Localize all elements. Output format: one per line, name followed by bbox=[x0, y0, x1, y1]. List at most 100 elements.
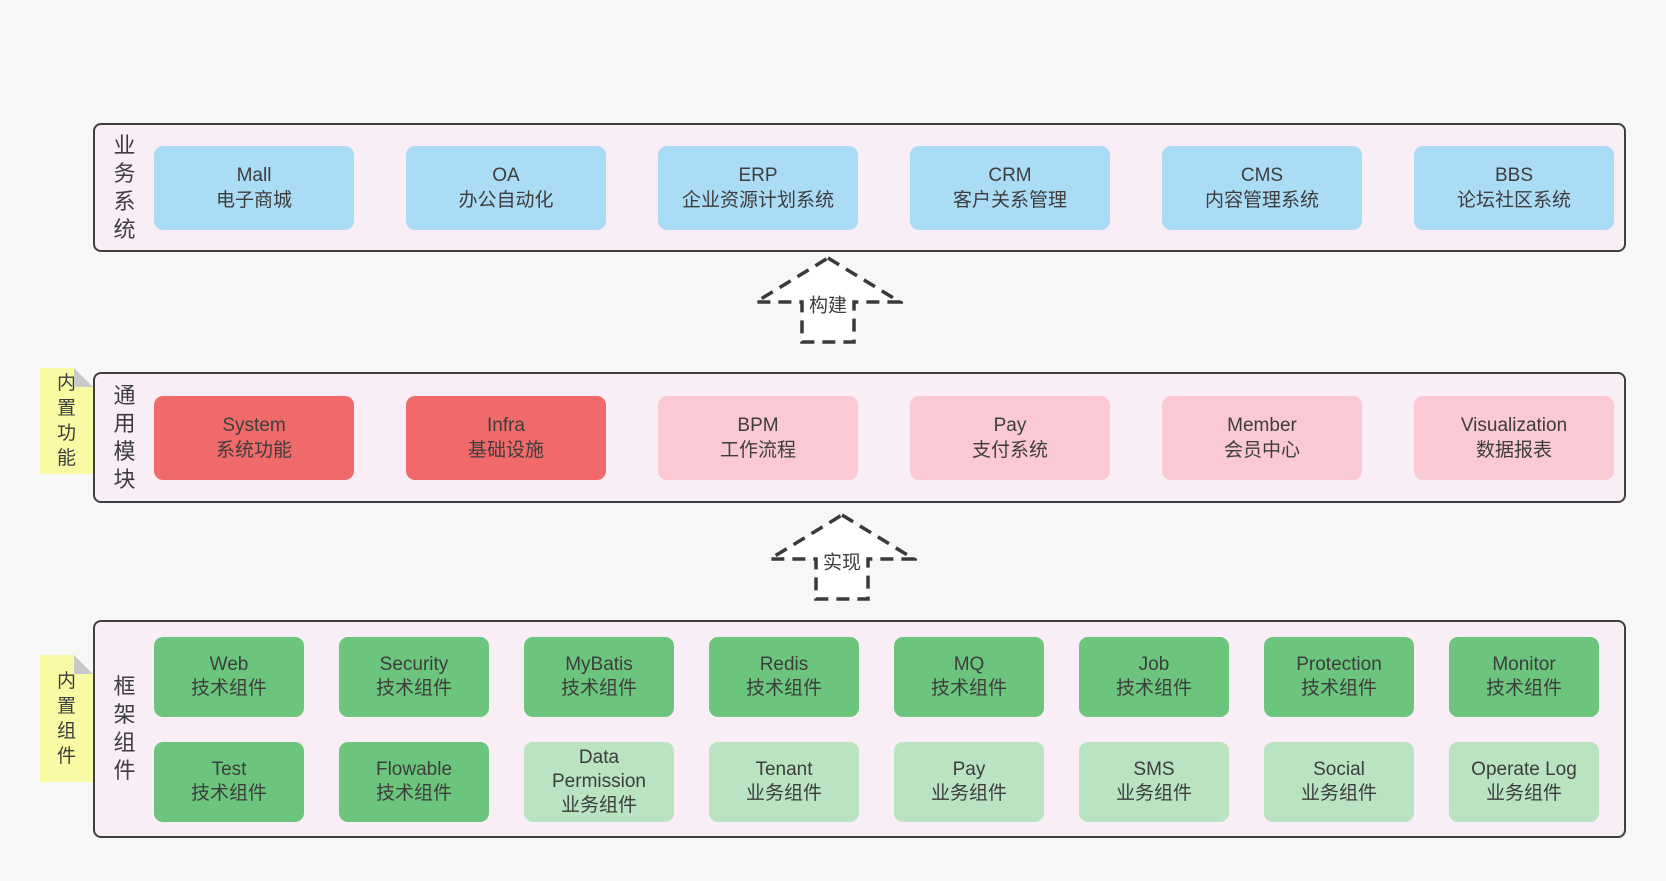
panel-framework-components: 框架组件 Web 技术组件 Security 技术组件 MyBatis 技术组件… bbox=[93, 620, 1626, 838]
box-title: Infra bbox=[486, 414, 526, 436]
box-visualization: Visualization 数据报表 bbox=[1414, 395, 1614, 480]
box-title: MQ bbox=[953, 653, 985, 675]
box-subtitle: 业务组件 bbox=[745, 782, 822, 804]
folded-corner-icon bbox=[74, 655, 93, 674]
box-subtitle: 内容管理系统 bbox=[1204, 189, 1319, 211]
panel-business-label-column: 业务系统 bbox=[95, 132, 154, 244]
box-pay: Pay 支付系统 bbox=[910, 395, 1110, 480]
box-title: Data Permission bbox=[552, 746, 646, 792]
box-data-permission: Data Permission 业务组件 bbox=[524, 741, 674, 822]
box-title: BBS bbox=[1494, 164, 1534, 186]
build-arrow-label: 构建 bbox=[804, 289, 852, 319]
panel-modules-label-column: 通用模块 bbox=[95, 382, 154, 494]
box-subtitle: 业务组件 bbox=[1115, 782, 1192, 804]
box-title: SMS bbox=[1133, 758, 1175, 780]
box-title: Visualization bbox=[1460, 414, 1568, 436]
box-mq: MQ 技术组件 bbox=[894, 636, 1044, 717]
box-subtitle: 技术组件 bbox=[1115, 677, 1192, 699]
box-subtitle: 业务组件 bbox=[1300, 782, 1377, 804]
box-subtitle: 业务组件 bbox=[560, 794, 637, 816]
box-title: Job bbox=[1138, 653, 1170, 675]
business-boxes-row: Mall 电子商城 OA 办公自动化 ERP 企业资源计划系统 CRM 客户关系… bbox=[154, 145, 1624, 230]
panel-components-label: 框架组件 bbox=[113, 674, 136, 783]
box-social: Social 业务组件 bbox=[1264, 741, 1414, 822]
box-subtitle: 技术组件 bbox=[745, 677, 822, 699]
box-title: ERP bbox=[738, 164, 778, 186]
box-security: Security 技术组件 bbox=[339, 636, 489, 717]
box-subtitle: 技术组件 bbox=[560, 677, 637, 699]
box-title: Flowable bbox=[375, 758, 453, 780]
box-title: BPM bbox=[737, 414, 779, 436]
component-row-1: Web 技术组件 Security 技术组件 MyBatis 技术组件 Redi… bbox=[154, 636, 1624, 717]
panel-components-label-column: 框架组件 bbox=[95, 673, 154, 785]
box-title: Security bbox=[379, 653, 449, 675]
box-title: Tenant bbox=[755, 758, 813, 780]
sticky-note-label: 内置功能 bbox=[56, 373, 76, 469]
sticky-note-built-in-components: 内置组件 bbox=[40, 655, 93, 782]
box-member: Member 会员中心 bbox=[1162, 395, 1362, 480]
box-erp: ERP 企业资源计划系统 bbox=[658, 145, 858, 230]
box-mybatis: MyBatis 技术组件 bbox=[524, 636, 674, 717]
build-arrow: 构建 bbox=[753, 255, 903, 345]
box-cms: CMS 内容管理系统 bbox=[1162, 145, 1362, 230]
box-title: Operate Log bbox=[1471, 758, 1577, 780]
box-mall: Mall 电子商城 bbox=[154, 145, 354, 230]
box-subtitle: 技术组件 bbox=[190, 677, 267, 699]
box-title: CRM bbox=[988, 164, 1032, 186]
box-subtitle: 业务组件 bbox=[930, 782, 1007, 804]
box-flowable: Flowable 技术组件 bbox=[339, 741, 489, 822]
box-tenant: Tenant 业务组件 bbox=[709, 741, 859, 822]
box-title: System bbox=[222, 414, 286, 436]
implement-arrow: 实现 bbox=[767, 512, 917, 602]
box-oa: OA 办公自动化 bbox=[406, 145, 606, 230]
panel-common-modules: 通用模块 System 系统功能 Infra 基础设施 BPM 工作流程 Pay… bbox=[93, 372, 1626, 503]
box-web: Web 技术组件 bbox=[154, 636, 304, 717]
box-title: Web bbox=[209, 653, 249, 675]
box-redis: Redis 技术组件 bbox=[709, 636, 859, 717]
box-infra: Infra 基础设施 bbox=[406, 395, 606, 480]
box-title: MyBatis bbox=[565, 653, 633, 675]
box-subtitle: 企业资源计划系统 bbox=[681, 189, 834, 211]
box-subtitle: 论坛社区系统 bbox=[1456, 189, 1571, 211]
box-subtitle: 技术组件 bbox=[1485, 677, 1562, 699]
box-title: Test bbox=[211, 758, 247, 780]
box-title: Social bbox=[1313, 758, 1365, 780]
box-title: Monitor bbox=[1492, 653, 1556, 675]
panel-modules-label: 通用模块 bbox=[113, 382, 136, 492]
box-job: Job 技术组件 bbox=[1079, 636, 1229, 717]
folded-corner-icon bbox=[74, 368, 93, 387]
box-subtitle: 支付系统 bbox=[971, 439, 1048, 461]
box-pay-component: Pay 业务组件 bbox=[894, 741, 1044, 822]
box-title: Pay bbox=[993, 414, 1027, 436]
box-subtitle: 电子商城 bbox=[215, 189, 292, 211]
box-sms: SMS 业务组件 bbox=[1079, 741, 1229, 822]
box-title: Member bbox=[1227, 414, 1297, 436]
box-title: Protection bbox=[1296, 653, 1382, 675]
box-subtitle: 基础设施 bbox=[467, 439, 544, 461]
sticky-note-built-in-features: 内置功能 bbox=[40, 368, 93, 474]
box-subtitle: 系统功能 bbox=[215, 439, 292, 461]
component-rows: Web 技术组件 Security 技术组件 MyBatis 技术组件 Redi… bbox=[154, 636, 1624, 822]
box-title: Pay bbox=[952, 758, 986, 780]
box-subtitle: 技术组件 bbox=[375, 782, 452, 804]
component-row-2: Test 技术组件 Flowable 技术组件 Data Permission … bbox=[154, 741, 1624, 822]
box-monitor: Monitor 技术组件 bbox=[1449, 636, 1599, 717]
box-title: CMS bbox=[1240, 164, 1284, 186]
box-subtitle: 业务组件 bbox=[1485, 782, 1562, 804]
box-bpm: BPM 工作流程 bbox=[658, 395, 858, 480]
box-crm: CRM 客户关系管理 bbox=[910, 145, 1110, 230]
box-title: Mall bbox=[236, 164, 272, 186]
implement-arrow-label: 实现 bbox=[818, 546, 866, 576]
box-title: OA bbox=[492, 164, 520, 186]
module-boxes-row: System 系统功能 Infra 基础设施 BPM 工作流程 Pay 支付系统… bbox=[154, 395, 1624, 480]
box-subtitle: 办公自动化 bbox=[458, 189, 554, 211]
box-subtitle: 技术组件 bbox=[190, 782, 267, 804]
box-subtitle: 技术组件 bbox=[930, 677, 1007, 699]
box-system: System 系统功能 bbox=[154, 395, 354, 480]
box-protection: Protection 技术组件 bbox=[1264, 636, 1414, 717]
panel-business-label: 业务系统 bbox=[113, 132, 136, 242]
sticky-note-label: 内置组件 bbox=[56, 670, 76, 767]
box-subtitle: 客户关系管理 bbox=[952, 189, 1067, 211]
panel-business-systems: 业务系统 Mall 电子商城 OA 办公自动化 ERP 企业资源计划系统 CRM… bbox=[93, 123, 1626, 252]
box-subtitle: 会员中心 bbox=[1223, 439, 1300, 461]
